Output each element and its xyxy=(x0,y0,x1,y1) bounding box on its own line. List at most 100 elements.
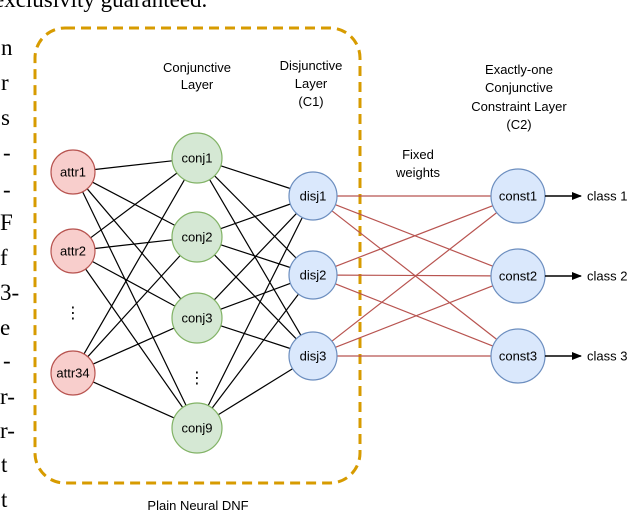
attr-node: attr34 xyxy=(50,350,96,396)
margin-fragment: - xyxy=(3,177,11,202)
margin-fragment: f xyxy=(0,245,8,270)
conj-disj-edge xyxy=(220,165,291,190)
attr-conj-edge xyxy=(90,172,178,239)
fixed-weight-edge xyxy=(336,274,492,277)
conj-node: conj3 xyxy=(171,292,223,344)
disjunctive-layer-label-line: (C1) xyxy=(298,94,323,109)
fixed-weights-label: Fixed weights xyxy=(395,147,441,180)
conj-ellipsis: ⋮ xyxy=(189,370,205,387)
attr-conj-edge xyxy=(87,255,181,358)
attr-ellipsis: ⋮ xyxy=(65,305,81,322)
conj-node-circle xyxy=(171,132,223,184)
attr-node-circle xyxy=(50,149,96,195)
conj-node: conj1 xyxy=(171,132,223,184)
class-label: class 1 xyxy=(587,189,627,204)
conj-disj-edge xyxy=(220,282,291,310)
conj-disj-edge xyxy=(220,325,291,350)
conj-disj-edge xyxy=(207,217,303,406)
conjunctive-layer-label-line: Layer xyxy=(181,77,214,92)
attr-node-circle xyxy=(50,228,96,274)
attr-conj-edge xyxy=(92,260,176,307)
disj-node-circle xyxy=(288,250,338,300)
margin-fragment: t xyxy=(1,452,8,477)
attr-node-label: attr34 xyxy=(56,366,89,381)
attr-node-label: attr1 xyxy=(60,165,86,180)
disj-node-label: disj1 xyxy=(300,189,327,204)
constraint-layer-label-line: (C2) xyxy=(506,117,531,132)
plain-neural-dnf-box xyxy=(33,26,362,485)
attr-conj-edge xyxy=(83,179,186,355)
margin-fragment: t xyxy=(1,487,8,512)
margin-fragment: n xyxy=(1,35,13,60)
constraint-layer-label-line: Constraint Layer xyxy=(471,99,567,114)
attr-to-conj-edges xyxy=(82,160,187,419)
const-node: const2 xyxy=(490,248,546,304)
attr-node: attr1 xyxy=(50,149,96,195)
constraint-layer-label-line: Conjunctive xyxy=(485,80,553,95)
attr-conj-edge xyxy=(92,327,175,365)
const-node-label: const2 xyxy=(499,269,537,284)
conj-node-circle xyxy=(171,402,223,454)
left-margin-text: n r s - - F f 3- e - r- r- t t xyxy=(0,35,19,512)
const-node-label: const1 xyxy=(499,189,537,204)
disj-node-circle xyxy=(288,331,338,381)
margin-fragment: r- xyxy=(0,384,15,409)
conj-node: conj2 xyxy=(171,211,223,263)
disj-node: disj2 xyxy=(288,250,338,300)
clipped-top-text: exclusivity guaranteed. xyxy=(0,0,207,12)
fixed-weight-edge xyxy=(335,285,494,348)
conj-node-label: conj3 xyxy=(181,311,212,326)
conj-node-circle xyxy=(171,292,223,344)
disj-to-const-edges xyxy=(331,195,498,357)
margin-fragment: 3- xyxy=(0,280,19,305)
fixed-weights-label-line: weights xyxy=(395,165,441,180)
attr-conj-edge xyxy=(85,268,184,408)
disj-node: disj3 xyxy=(288,331,338,381)
margin-fragment: s xyxy=(1,105,10,130)
attr-node: attr2 xyxy=(50,228,96,274)
fixed-weight-edge xyxy=(335,283,494,347)
margin-fragment: F xyxy=(0,210,13,235)
margin-fragment: r- xyxy=(0,418,15,443)
attr-conj-edge xyxy=(94,239,173,250)
class-label: class 3 xyxy=(587,349,627,364)
disj-node-label: disj3 xyxy=(300,349,327,364)
constraint-layer-label: Exactly-one Conjunctive Constraint Layer… xyxy=(471,62,567,132)
conj-disj-edge xyxy=(211,293,299,409)
disjunctive-layer-label-line: Layer xyxy=(295,76,328,91)
conj-to-disj-edges xyxy=(207,165,303,416)
attr-node-circle xyxy=(50,350,96,396)
disjunctive-layer-label-line: Disjunctive xyxy=(280,58,343,73)
conjunctive-layer-label: Conjunctive Layer xyxy=(163,60,231,92)
conj-node-label: conj9 xyxy=(181,421,212,436)
class-label: class 2 xyxy=(587,269,627,284)
conj-node-circle xyxy=(171,211,223,263)
margin-fragment: r xyxy=(1,70,9,95)
attr-conj-edge xyxy=(92,181,176,226)
disjunctive-layer-label: Disjunctive Layer (C1) xyxy=(280,58,343,109)
disj-node-circle xyxy=(288,171,338,221)
conj-node-label: conj2 xyxy=(181,230,212,245)
attr-conj-edge xyxy=(94,160,173,171)
margin-fragment: e xyxy=(0,315,10,340)
margin-fragment: - xyxy=(3,348,11,373)
attr-node-label: attr2 xyxy=(60,244,86,259)
disj-node-label: disj2 xyxy=(300,268,327,283)
fixed-weight-edge xyxy=(331,212,498,342)
const-node: const3 xyxy=(490,328,546,384)
const-node: const1 xyxy=(490,168,546,224)
fixed-weights-label-line: Fixed xyxy=(402,147,434,162)
plain-neural-dnf-label: Plain Neural DNF xyxy=(147,498,248,513)
fixed-weight-edge xyxy=(335,205,494,267)
const-node-label: const3 xyxy=(499,349,537,364)
attr-conj-edge xyxy=(92,381,175,419)
constraint-layer-label-line: Exactly-one xyxy=(485,62,553,77)
margin-fragment: - xyxy=(3,140,11,165)
disj-node: disj1 xyxy=(288,171,338,221)
conj-disj-edge xyxy=(213,212,297,301)
conj-disj-edge xyxy=(217,368,293,416)
conj-disj-edge xyxy=(220,203,291,230)
conj-node-label: conj1 xyxy=(181,151,212,166)
attr-conj-edge xyxy=(82,191,187,406)
